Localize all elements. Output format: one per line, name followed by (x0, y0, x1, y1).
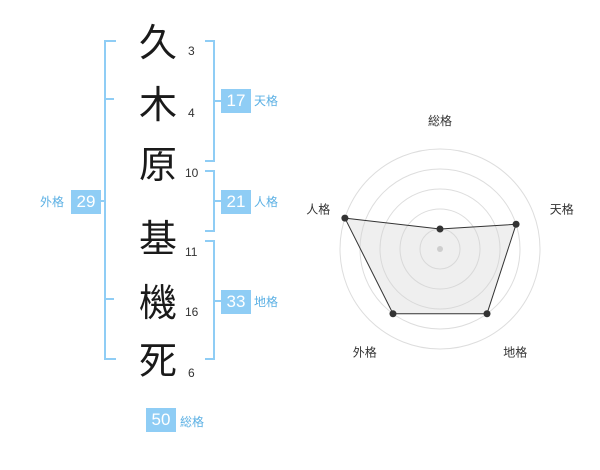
stroke-count-4: 11 (185, 245, 198, 259)
stroke-count-2: 4 (188, 106, 195, 120)
gaikaku-bracket (104, 40, 116, 360)
tenkaku-bracket-connector (215, 100, 221, 102)
chikaku-bracket (205, 240, 215, 360)
stroke-count-6: 6 (188, 366, 195, 380)
jinkaku-bracket (205, 170, 215, 232)
jinkaku-value: 21 (221, 190, 251, 214)
radar-axis-label-5: 人格 (306, 201, 330, 216)
name-char-1: 久 (138, 21, 177, 65)
stroke-count-3: 10 (185, 166, 199, 180)
radar-axis-label-4: 外格 (353, 345, 377, 360)
radar-axis-label-1: 総格 (428, 113, 452, 128)
name-char-4: 基 (138, 217, 177, 261)
radar-point-1 (436, 225, 444, 233)
radar-point-2 (512, 220, 520, 228)
name-char-2: 木 (138, 83, 177, 127)
radar-point-5 (341, 214, 349, 222)
gaikaku-bracket-connector (98, 200, 104, 202)
jinkaku-label: 人格 (254, 195, 279, 209)
chikaku-bracket-connector (215, 300, 221, 302)
jinkaku-bracket-connector (215, 200, 221, 202)
radar-axis-label-3: 地格 (503, 345, 527, 360)
chikaku-label: 地格 (254, 295, 279, 309)
name-char-5: 機 (138, 281, 177, 325)
gaikaku-label: 外格 (40, 195, 65, 209)
radar-point-4 (389, 310, 397, 318)
stroke-count-1: 3 (188, 44, 195, 58)
radar-grid-ring (339, 148, 541, 350)
chikaku-value: 33 (221, 290, 251, 314)
soukaku-label: 総格 (180, 415, 205, 429)
tenkaku-value: 17 (221, 89, 251, 113)
radar-grid-ring (399, 208, 481, 290)
radar-axis-label-2: 天格 (550, 201, 574, 216)
radar-series-area (344, 217, 517, 315)
radar-grid-ring (379, 188, 501, 310)
radar-center (437, 246, 443, 252)
radar-point-3 (483, 310, 491, 318)
name-char-3: 原 (138, 143, 177, 187)
name-char-6: 死 (138, 339, 177, 383)
gaikaku-value: 29 (71, 190, 101, 214)
soukaku-value: 50 (146, 408, 176, 432)
tenkaku-bracket (205, 40, 215, 162)
gaikaku-bracket-tick (104, 298, 114, 300)
stroke-count-5: 16 (185, 305, 199, 319)
gaikaku-bracket-tick (104, 98, 114, 100)
tenkaku-label: 天格 (254, 94, 279, 108)
